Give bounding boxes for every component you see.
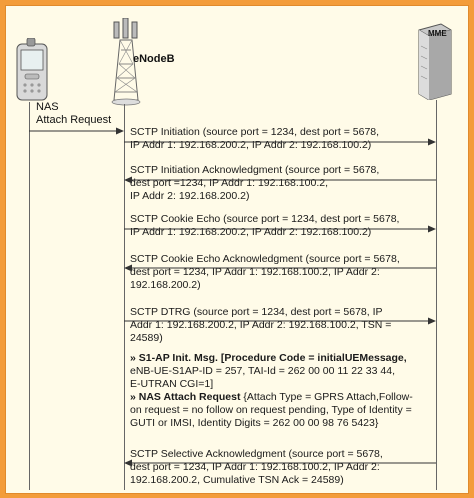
nas-title-line: » NAS Attach Request {Attach Type = GPRS… — [130, 391, 460, 404]
message-4-arrow — [124, 264, 436, 272]
message-2-arrow — [124, 176, 436, 184]
nas-body-first: {Attach Type = GPRS Attach,Follow- — [240, 391, 413, 403]
cell-tower-icon — [111, 18, 141, 106]
message-6-arrow — [124, 459, 436, 467]
diagram-panel: eNodeB MME NAS Attach Request SCTP Initi… — [5, 5, 469, 494]
s1ap-block: » S1-AP Init. Msg. [Procedure Code = ini… — [130, 352, 450, 391]
lifeline-ue — [29, 102, 30, 490]
nas-title: NAS Attach Request — [138, 391, 241, 403]
message-1-arrow — [124, 138, 436, 146]
s1ap-bullet: » — [130, 352, 136, 364]
enodeb-label: eNodeB — [133, 53, 175, 65]
nas-attach-arrow — [29, 127, 124, 135]
s1ap-body: eNB-UE-S1AP-ID = 257, TAI-Id = 262 00 00… — [130, 365, 395, 390]
nas-bullet: » — [130, 391, 136, 403]
mobile-phone-icon — [16, 38, 48, 101]
mme-label: MME — [428, 29, 447, 38]
lifeline-enodeb — [124, 104, 125, 490]
message-5-arrow — [124, 317, 436, 325]
message-3-arrow — [124, 225, 436, 233]
nas-attach-label: NAS Attach Request — [36, 101, 112, 126]
message-2-text: SCTP Initiation Acknowledgment (source p… — [130, 164, 380, 202]
message-6-text: SCTP Selective Acknowledgment (source po… — [130, 448, 383, 486]
lifeline-mme — [436, 100, 437, 490]
message-5-text: SCTP DTRG (source port = 1234, dest port… — [130, 306, 392, 344]
server-icon — [418, 23, 452, 100]
s1ap-title-line: » S1-AP Init. Msg. [Procedure Code = ini… — [130, 352, 450, 365]
s1ap-title: S1-AP Init. Msg. [Procedure Code = initi… — [138, 352, 407, 364]
nas-block: » NAS Attach Request {Attach Type = GPRS… — [130, 391, 460, 430]
nas-body: on request = no follow on request pendin… — [130, 404, 412, 429]
message-4-text: SCTP Cookie Echo Acknowledgment (source … — [130, 253, 400, 291]
